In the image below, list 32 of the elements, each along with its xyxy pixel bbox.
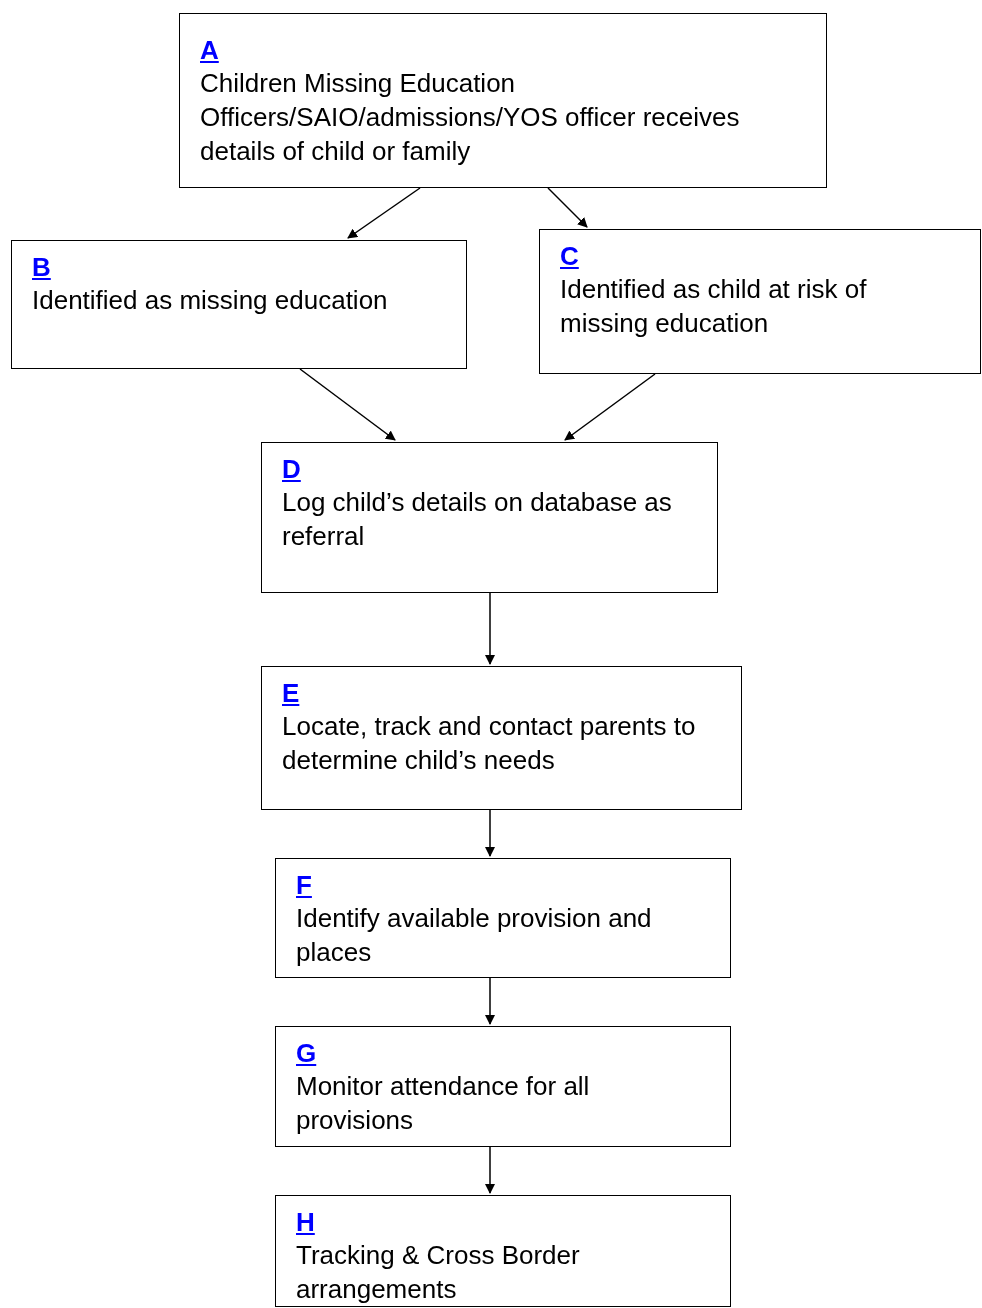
process-box <box>11 240 467 369</box>
link: E <box>282 677 300 709</box>
step-text: Locate, track and contact parents to determine child’s needs <box>282 710 697 777</box>
process-box <box>275 1026 731 1147</box>
process-box <box>179 13 827 188</box>
link: B <box>32 251 51 283</box>
link: H <box>296 1206 315 1238</box>
link: G <box>296 1037 317 1069</box>
step-text: Children Missing Education Officers/SAIO/admissions/YOS officer receives details of child or family <box>200 67 741 168</box>
arrow <box>485 592 495 665</box>
process-box <box>275 858 731 978</box>
arrow <box>485 809 495 857</box>
process-box <box>261 442 718 593</box>
step-text: Identify available provision and places <box>296 902 653 969</box>
link: F <box>296 869 312 901</box>
arrow <box>347 187 421 239</box>
arrow <box>564 373 656 441</box>
link: C <box>560 240 579 272</box>
arrow <box>485 1146 495 1194</box>
arrow <box>485 977 495 1025</box>
step-text: Monitor attendance for all provisions <box>296 1070 591 1137</box>
process-box <box>261 666 742 810</box>
process-box <box>275 1195 731 1307</box>
arrow <box>299 368 396 441</box>
arrow <box>547 187 588 228</box>
link: D <box>282 453 301 485</box>
step-text: Identified as missing education <box>32 284 389 317</box>
process-box <box>539 229 981 374</box>
step-text: Identified as child at risk of missing education <box>560 273 868 340</box>
step-text: Log child’s details on database as referral <box>282 486 673 553</box>
link: A <box>200 34 219 66</box>
step-text: Tracking & Cross Border arrangements <box>296 1239 581 1306</box>
